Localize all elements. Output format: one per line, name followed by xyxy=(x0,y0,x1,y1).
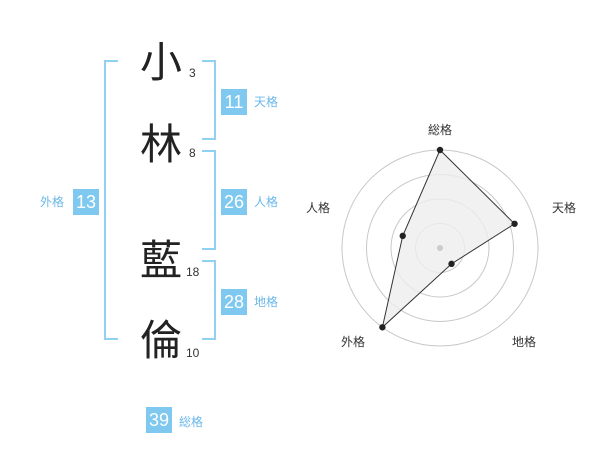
radar-point-3 xyxy=(448,260,455,268)
radar-center-dot xyxy=(437,245,443,251)
radar-point-4 xyxy=(379,324,386,331)
radar-points xyxy=(379,146,518,331)
tenkaku-label: 天格 xyxy=(254,95,279,109)
stroke-count-4: 10 xyxy=(186,346,200,360)
soukaku-label: 総格 xyxy=(179,415,204,429)
radar-axis-label-soukaku: 総格 xyxy=(428,122,452,137)
tenkaku-badge: 11 xyxy=(221,89,247,115)
radar-axis-label-jinkaku: 人格 xyxy=(306,200,330,215)
tenkaku-bracket xyxy=(202,60,216,140)
chikaku-label: 地格 xyxy=(254,295,279,309)
jinkaku-bracket xyxy=(202,150,216,250)
radar-point-1 xyxy=(436,146,444,154)
chikaku-bracket xyxy=(202,260,216,340)
stroke-count-1: 3 xyxy=(189,66,196,80)
radar-point-5 xyxy=(399,232,406,240)
radar-point-2 xyxy=(511,220,518,227)
jinkaku-label: 人格 xyxy=(254,195,279,209)
radar-axis-label-chikaku: 地格 xyxy=(512,334,536,349)
name-char-1: 小 xyxy=(139,38,182,87)
jinkaku-badge: 26 xyxy=(221,189,247,215)
radar-axis-label-gaikaku: 外格 xyxy=(341,334,365,349)
gaikaku-badge: 13 xyxy=(73,189,99,215)
stroke-count-2: 8 xyxy=(189,146,196,160)
soukaku-badge: 39 xyxy=(146,407,172,433)
radar-area xyxy=(381,149,516,329)
name-char-2: 林 xyxy=(139,120,182,169)
radar-chart: 総格 天格 地格 外格 人格 xyxy=(306,122,576,349)
name-char-3: 藍 xyxy=(139,236,182,285)
gaikaku-bracket xyxy=(104,60,118,340)
gaikaku-label: 外格 xyxy=(40,195,65,209)
chikaku-badge: 28 xyxy=(221,289,247,315)
radar-axis-label-tenkaku: 天格 xyxy=(552,200,576,215)
name-char-4: 倫 xyxy=(139,316,182,365)
stroke-count-3: 18 xyxy=(186,265,200,279)
